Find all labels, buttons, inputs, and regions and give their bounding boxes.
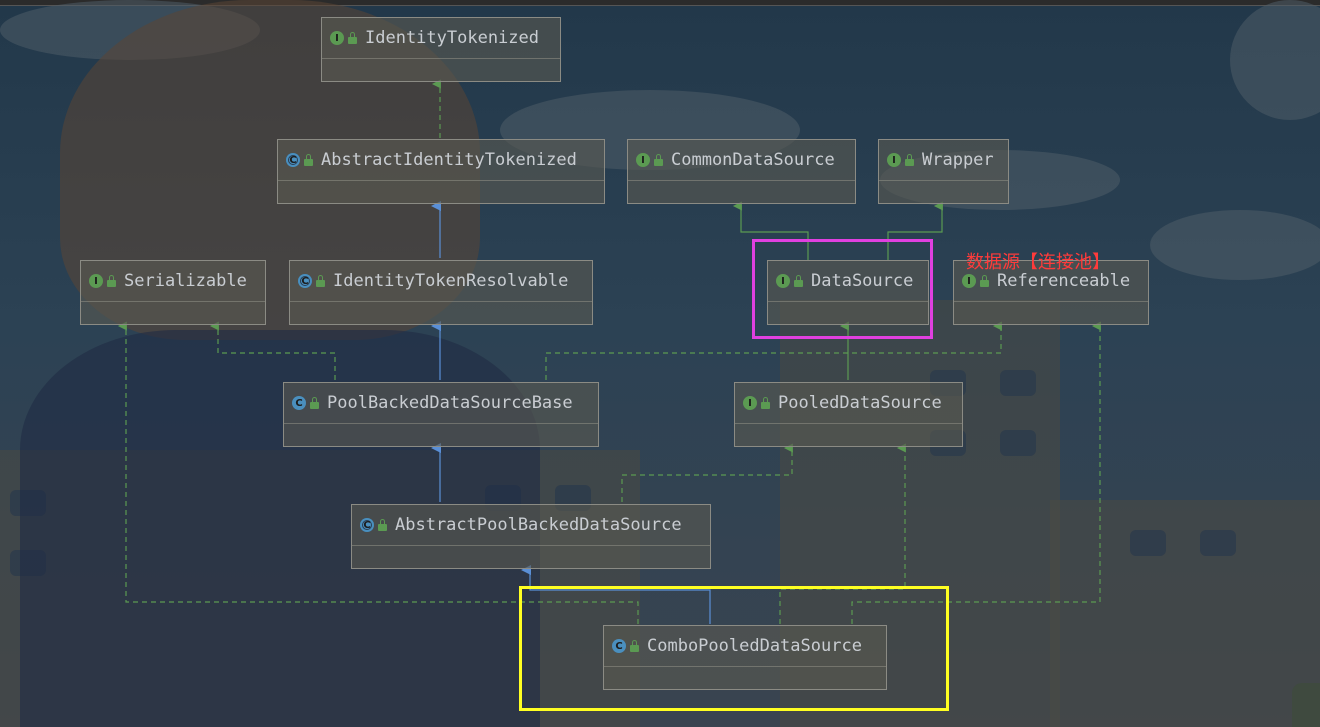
edge-implements: [117, 321, 639, 624]
edge-implements: [621, 443, 793, 502]
node-name: IdentityTokenResolvable: [333, 271, 569, 291]
interface-icon: I: [776, 274, 790, 288]
node-name: Serializable: [124, 271, 247, 291]
node-name: AbstractPoolBackedDataSource: [395, 515, 682, 535]
edge-interface-extends: [887, 201, 943, 260]
node-name: PoolBackedDataSourceBase: [327, 393, 573, 413]
combo-highlight-box: [519, 586, 949, 711]
corner-leaf-icon: [1292, 683, 1320, 727]
interface-icon: I: [89, 274, 103, 288]
node-name: ComboPooledDataSource: [647, 636, 862, 656]
public-lock-icon: [378, 518, 387, 531]
node-abstract-pool-backed-data-source[interactable]: C AbstractPoolBackedDataSource: [351, 504, 711, 569]
edge-implements: [545, 321, 1002, 380]
abstract-class-icon: C: [298, 274, 312, 288]
public-lock-icon: [348, 31, 357, 44]
edge-implements: [851, 321, 1101, 624]
abstract-class-icon: C: [360, 518, 374, 532]
public-lock-icon: [304, 153, 313, 166]
node-serializable[interactable]: I Serializable: [80, 260, 266, 325]
interface-icon: I: [330, 31, 344, 45]
edge-implements: [209, 321, 336, 380]
node-combo-pooled-data-source[interactable]: C ComboPooledDataSource: [603, 625, 887, 690]
datasource-highlight-box: [752, 239, 933, 339]
node-name: Referenceable: [997, 271, 1131, 291]
node-name: AbstractIdentityTokenized: [321, 150, 577, 170]
connection-pool-annotation: 数据源【连接池】: [966, 252, 1110, 273]
node-data-source[interactable]: I DataSource: [767, 260, 929, 325]
node-wrapper[interactable]: I Wrapper: [878, 139, 1009, 204]
node-name: Wrapper: [922, 150, 994, 170]
node-name: IdentityTokenized: [365, 28, 539, 48]
interface-icon: I: [743, 396, 757, 410]
node-identity-token-resolvable[interactable]: C IdentityTokenResolvable: [289, 260, 593, 325]
public-lock-icon: [794, 274, 803, 287]
node-name: DataSource: [811, 271, 914, 291]
edge-interface-extends: [732, 201, 809, 260]
public-lock-icon: [630, 639, 639, 652]
public-lock-icon: [980, 274, 989, 287]
node-referenceable[interactable]: I Referenceable: [953, 260, 1149, 325]
node-name: PooledDataSource: [778, 393, 942, 413]
node-pooled-data-source[interactable]: I PooledDataSource: [734, 382, 963, 447]
interface-icon: I: [887, 153, 901, 167]
abstract-class-icon: C: [286, 153, 300, 167]
public-lock-icon: [316, 274, 325, 287]
class-icon: C: [612, 639, 626, 653]
edge-extends: [521, 565, 711, 624]
node-common-data-source[interactable]: I CommonDataSource: [627, 139, 856, 204]
public-lock-icon: [761, 396, 770, 409]
public-lock-icon: [107, 274, 116, 287]
node-identity-tokenized[interactable]: I IdentityTokenized: [321, 17, 561, 82]
window-top-edge: [0, 0, 1320, 6]
class-icon: C: [292, 396, 306, 410]
public-lock-icon: [654, 153, 663, 166]
node-name: CommonDataSource: [671, 150, 835, 170]
public-lock-icon: [905, 153, 914, 166]
interface-icon: I: [962, 274, 976, 288]
public-lock-icon: [310, 396, 319, 409]
node-abstract-identity-tokenized[interactable]: C AbstractIdentityTokenized: [277, 139, 605, 204]
interface-icon: I: [636, 153, 650, 167]
node-pool-backed-data-source-base[interactable]: C PoolBackedDataSourceBase: [283, 382, 599, 447]
